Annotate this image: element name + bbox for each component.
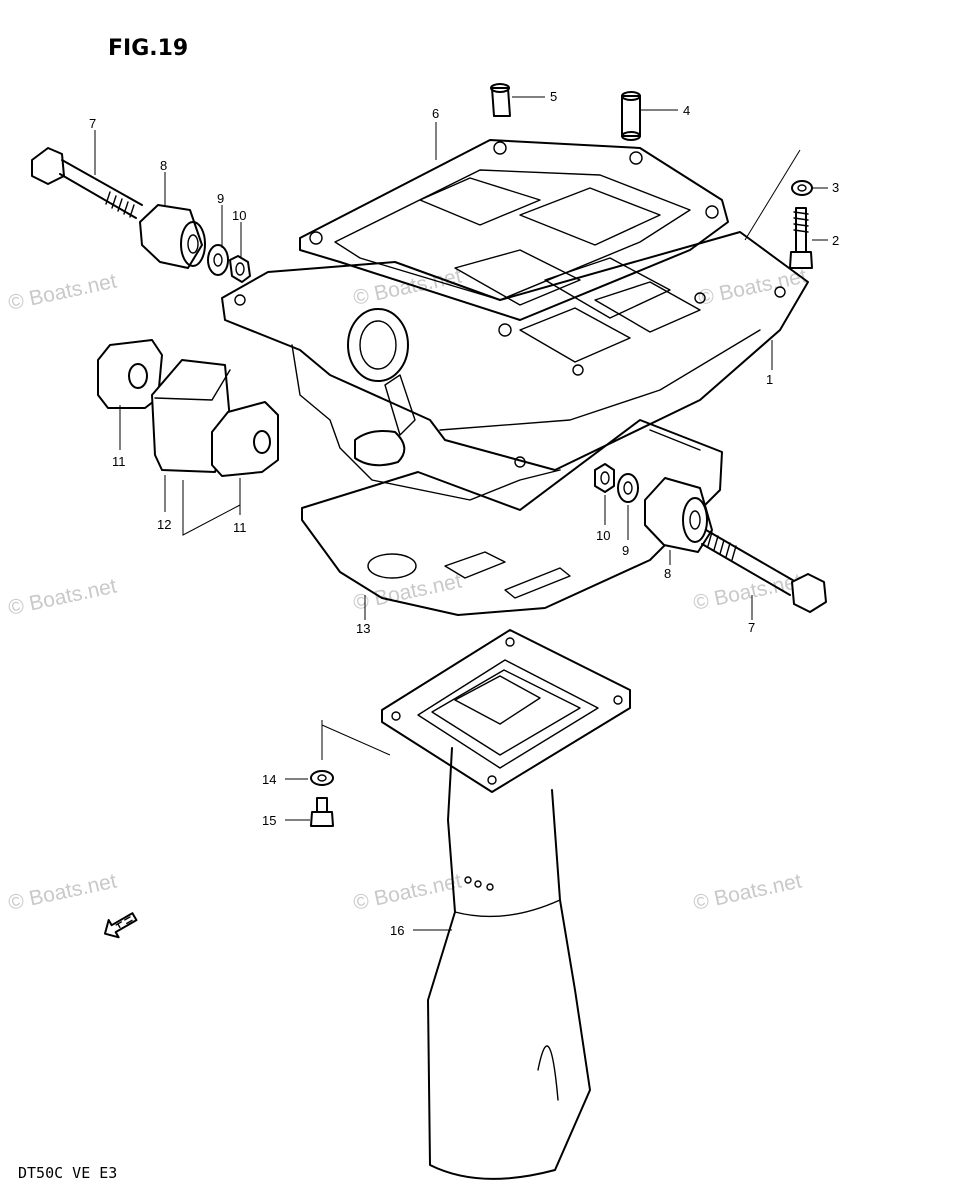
figure-title: FIG.19: [108, 36, 188, 61]
part-1-base-plate: [221, 231, 809, 501]
part-8-mount-left: [139, 204, 206, 269]
watermark-text: © Boats.net: [6, 869, 119, 914]
callout-7: 7: [748, 620, 755, 635]
callout-8: 8: [160, 158, 167, 173]
callout-labels: 7 8 9 10 6 5 4 3 2 1 11 12 11 10 9 8 7 1…: [89, 89, 839, 938]
part-15-bolt: [310, 797, 334, 827]
part-4-dowel: [621, 91, 641, 141]
part-5-dowel: [490, 83, 511, 117]
callout-5: 5: [550, 89, 557, 104]
part-7-bolt-left: [31, 147, 143, 219]
watermark-text: © Boats.net: [6, 269, 119, 314]
part-11-pad-right: [211, 401, 279, 477]
part-14-washer: [310, 770, 334, 786]
callout-14: 14: [262, 772, 276, 787]
callout-11: 11: [233, 520, 247, 535]
watermark-text: © Boats.net: [351, 869, 464, 914]
part-9-washer-right: [617, 473, 639, 503]
leader-lines: [94, 96, 828, 931]
callout-7: 7: [89, 116, 96, 131]
callout-12: 12: [157, 517, 171, 532]
part-2-bolt: [789, 207, 813, 269]
fwd-arrow-icon: [104, 912, 138, 939]
part-9-washer-left: [207, 244, 229, 276]
callout-13: 13: [356, 621, 370, 636]
callout-1: 1: [766, 372, 773, 387]
part-8-mount-right: [644, 477, 713, 553]
callout-10: 10: [232, 208, 246, 223]
part-10-nut-left: [229, 255, 251, 283]
part-10-nut-right: [594, 463, 615, 493]
callout-10: 10: [596, 528, 610, 543]
part-13-lower-gasket: [301, 419, 723, 616]
model-code: DT50C VE E3: [18, 1164, 117, 1182]
watermark-text: © Boats.net: [351, 569, 464, 614]
part-3-washer: [791, 180, 813, 196]
assembly-bracket: [321, 720, 391, 760]
part-11-pad-left: [97, 339, 163, 409]
part-16-drive-shaft-housing: [381, 629, 631, 1180]
callout-11: 11: [112, 454, 126, 469]
part-7-bolt-right: [701, 529, 827, 613]
callout-15: 15: [262, 813, 276, 828]
watermark-text: © Boats.net: [6, 574, 119, 619]
callout-2: 2: [832, 233, 839, 248]
part-6-gasket: [299, 139, 729, 321]
callout-6: 6: [432, 106, 439, 121]
watermark-text: © Boats.net: [691, 869, 804, 914]
callout-16: 16: [390, 923, 404, 938]
callout-3: 3: [832, 180, 839, 195]
callout-9: 9: [217, 191, 224, 206]
callout-8: 8: [664, 566, 671, 581]
callout-4: 4: [683, 103, 690, 118]
callout-9: 9: [622, 543, 629, 558]
